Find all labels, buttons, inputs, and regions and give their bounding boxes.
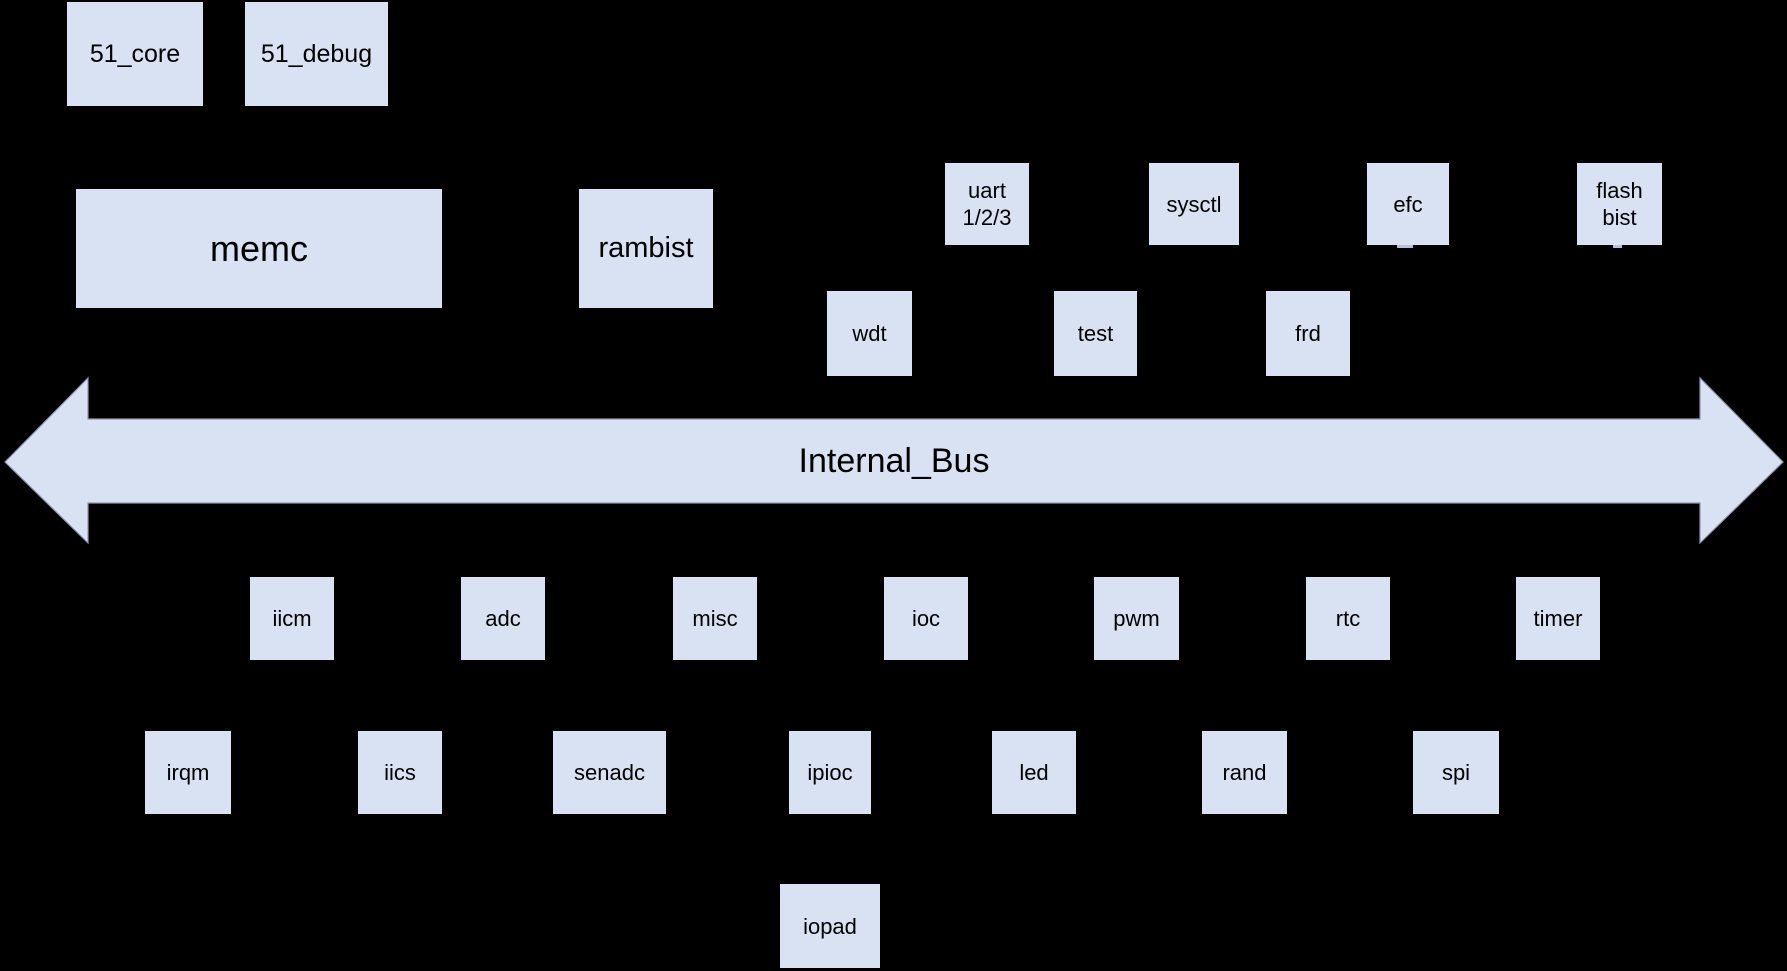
block-adc: adc <box>461 577 545 660</box>
block-test: test <box>1054 291 1137 376</box>
block-led: led <box>992 731 1076 814</box>
block-rtc: rtc <box>1306 577 1390 660</box>
block-iics: iics <box>358 731 442 814</box>
block-51-debug: 51_debug <box>245 2 388 106</box>
block-rambist: rambist <box>579 189 713 308</box>
connector-stub-flashbist <box>1613 245 1622 248</box>
block-iopad: iopad <box>780 884 880 968</box>
block-wdt: wdt <box>827 291 912 376</box>
block-frd: frd <box>1266 291 1350 376</box>
block-senadc: senadc <box>553 731 666 814</box>
block-ioc: ioc <box>884 577 968 660</box>
block-uart-123: uart 1/2/3 <box>945 163 1029 245</box>
internal-bus-label: Internal_Bus <box>798 441 990 480</box>
block-timer: timer <box>1516 577 1600 660</box>
block-memc: memc <box>76 189 442 308</box>
block-misc: misc <box>673 577 757 660</box>
block-rand: rand <box>1202 731 1287 814</box>
block-efc: efc <box>1367 163 1449 245</box>
block-spi: spi <box>1413 731 1499 814</box>
block-sysctl: sysctl <box>1149 163 1239 245</box>
block-51-core: 51_core <box>67 2 203 106</box>
block-flash-bist: flash bist <box>1577 163 1662 245</box>
block-ipioc: ipioc <box>789 731 871 814</box>
block-irqm: irqm <box>145 731 231 814</box>
connector-stub-efc <box>1397 245 1413 248</box>
block-iicm: iicm <box>250 577 334 660</box>
block-pwm: pwm <box>1094 577 1179 660</box>
